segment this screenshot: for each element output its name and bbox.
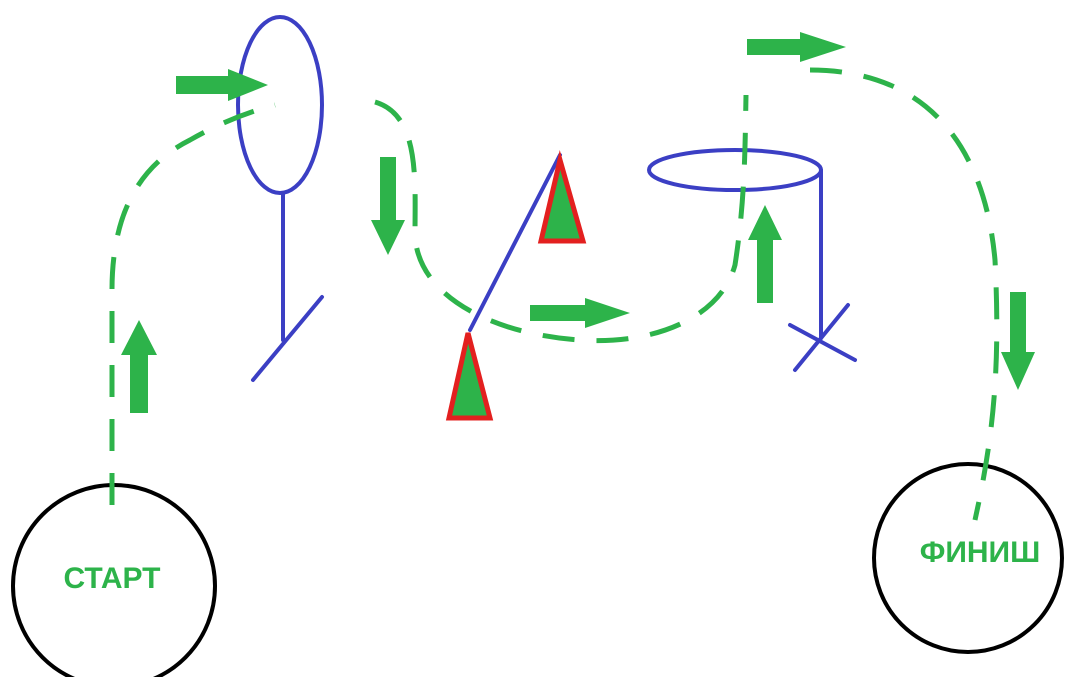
arrow-right-icon — [176, 69, 268, 101]
finish-label: ФИНИШ — [920, 536, 1041, 569]
horizontal-hoop — [647, 148, 823, 192]
slanted-pole — [468, 153, 562, 332]
route-segment-start-to-hoop — [109, 102, 276, 505]
horizontal-hoop-base-a — [788, 323, 857, 362]
horizontal-hoop-obstacle — [647, 148, 857, 372]
pole-between-cones — [445, 150, 587, 421]
route-segment-hoop-to-hoop2 — [374, 94, 749, 344]
vertical-hoop — [236, 15, 324, 195]
horizontal-hoop-base-b — [793, 303, 850, 372]
route — [109, 67, 1000, 521]
arrow-up-icon — [748, 205, 782, 303]
cone-upper — [537, 150, 587, 244]
arrow-down-icon — [371, 157, 405, 255]
arrow-right-icon — [747, 32, 846, 62]
vertical-hoop-obstacle — [236, 15, 324, 382]
start-label: СТАРТ — [64, 562, 161, 595]
direction-arrows — [121, 32, 1035, 413]
finish-ring — [872, 462, 1064, 654]
arrow-up-icon — [121, 320, 157, 413]
route-segment-to-finish — [809, 67, 1000, 521]
arrow-down-icon — [1001, 292, 1035, 390]
arrow-right-icon — [530, 298, 630, 328]
cone-lower — [445, 332, 494, 421]
hoop-stand-base — [251, 295, 324, 382]
